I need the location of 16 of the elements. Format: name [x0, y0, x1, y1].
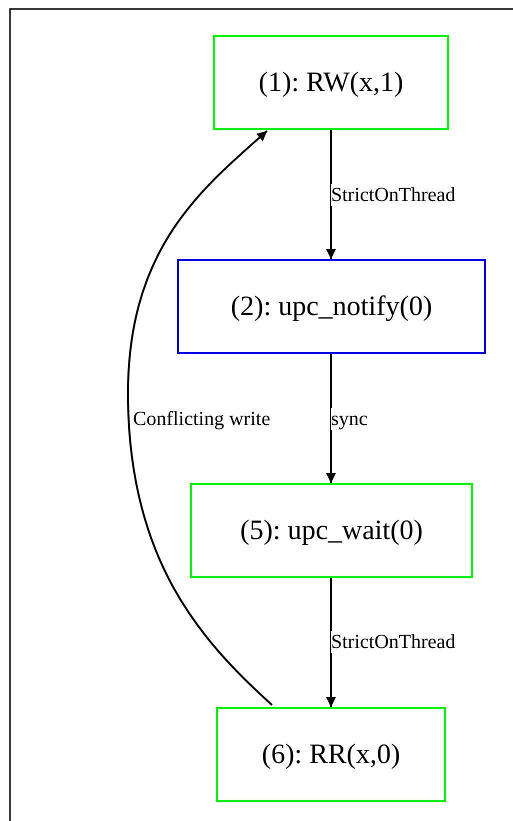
node-label: (5): upc_wait(0) [240, 514, 423, 546]
node-label: (6): RR(x,0) [262, 738, 400, 770]
edge-label: Conflicting write [133, 408, 270, 430]
arrow [326, 578, 336, 707]
edge-label: StrictOnThread [331, 631, 456, 653]
node-label: (2): upc_notify(0) [230, 290, 432, 322]
process-box [213, 35, 449, 130]
edge-label: StrictOnThread [331, 184, 456, 206]
process-box [177, 259, 486, 354]
arrow [326, 354, 336, 483]
node-label: (1): RW(x,1) [258, 66, 404, 98]
edge-label: sync [331, 408, 368, 430]
arrow [127, 130, 273, 706]
process-box [216, 707, 446, 802]
process-box [190, 483, 473, 578]
arrow [326, 130, 336, 259]
